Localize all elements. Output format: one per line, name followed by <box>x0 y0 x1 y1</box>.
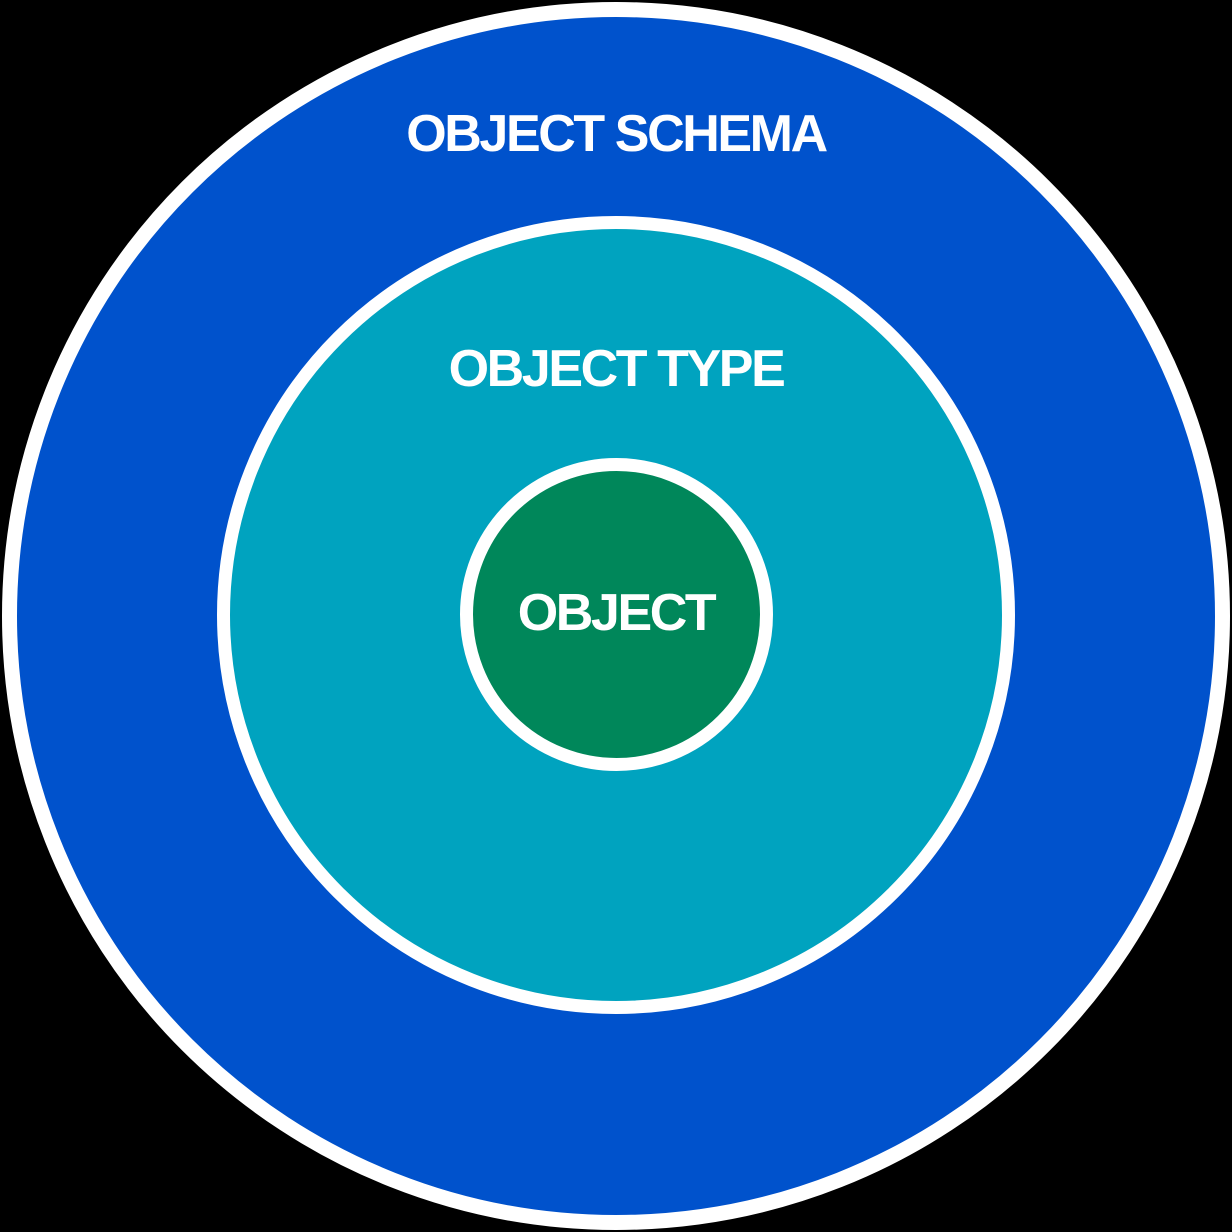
object-schema-label: OBJECT SCHEMA <box>406 105 828 163</box>
object-type-label: OBJECT TYPE <box>448 340 786 398</box>
object-label: OBJECT <box>517 584 717 642</box>
